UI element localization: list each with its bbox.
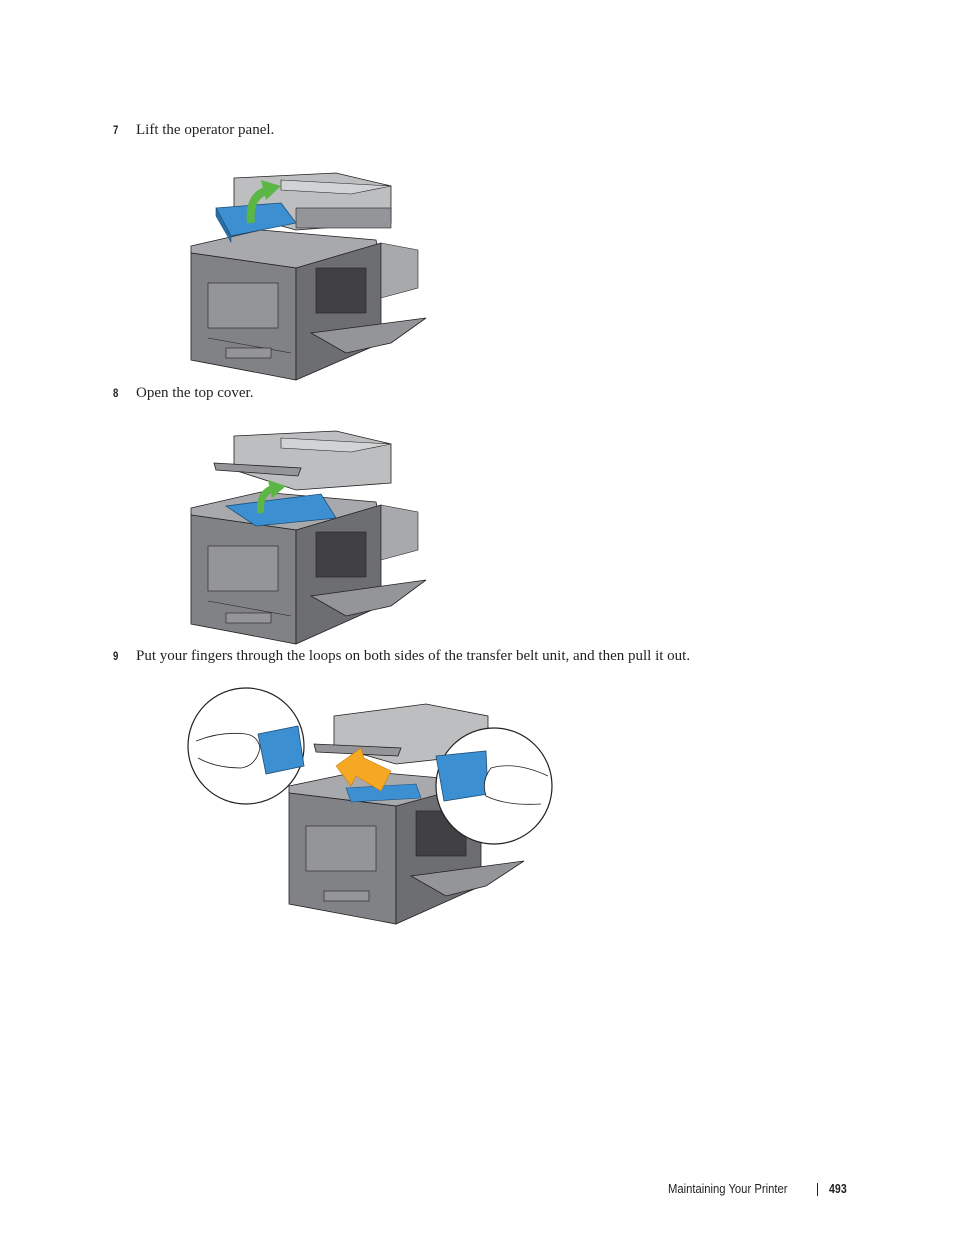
- printer-open-top-cover-illustration: [190, 430, 427, 645]
- printer-lift-operator-panel-illustration: [190, 172, 427, 381]
- step-number: 9: [113, 649, 119, 663]
- transfer-belt-removal-illustration: [187, 687, 553, 925]
- step-text: Lift the operator panel.: [136, 122, 275, 138]
- step-number: 7: [113, 123, 119, 137]
- footer-section-title: Maintaining Your Printer: [668, 1182, 788, 1196]
- step-text: Open the top cover.: [136, 385, 254, 401]
- step-number: 8: [113, 386, 119, 400]
- footer-separator: [817, 1183, 818, 1196]
- step-text: Put your fingers through the loops on bo…: [136, 648, 691, 664]
- page-number: 493: [829, 1182, 847, 1196]
